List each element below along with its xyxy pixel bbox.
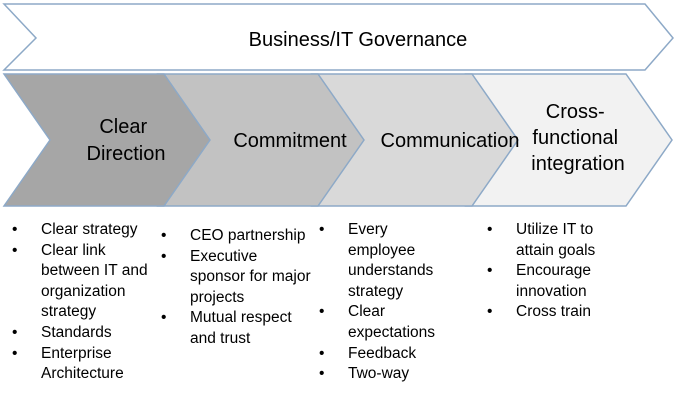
chevron-title-line: integration bbox=[531, 153, 624, 175]
chevron-commitment: Commitment bbox=[156, 73, 365, 207]
chevron-title: Clear Direction bbox=[87, 116, 166, 165]
chevron-title: Commitment bbox=[233, 130, 347, 152]
chevron-cross-functional-integration: Cross- functional integration bbox=[464, 73, 673, 207]
bullet-item: Utilize IT to attain goals bbox=[487, 220, 617, 261]
chevron-title: Communication bbox=[381, 130, 520, 152]
bullet-item: Executive sponsor for major projects bbox=[161, 247, 311, 309]
bullet-item: Enterprise Architecture bbox=[12, 344, 154, 385]
bullet-item: Encourage innovation bbox=[487, 261, 617, 302]
chevron-title-line: Commitment bbox=[233, 130, 347, 152]
bullet-item: Clear expectations bbox=[319, 302, 459, 343]
chevron-title-line: Clear bbox=[99, 116, 147, 138]
cross-functional-integration-bullets: Utilize IT to attain goals Encourage inn… bbox=[487, 220, 617, 323]
chevron-title-line: Direction bbox=[87, 143, 166, 165]
clear-direction-bullets: Clear strategy Clear link between IT and… bbox=[12, 220, 154, 385]
chevron-communication: Communication bbox=[310, 73, 520, 207]
bullet-item: Two-way bbox=[319, 364, 459, 385]
chevron-title-line: functional bbox=[532, 127, 618, 149]
chevron-title: Cross- functional integration bbox=[531, 101, 624, 175]
bullet-item: CEO partnership bbox=[161, 226, 311, 247]
chevron-title-line: Cross- bbox=[546, 101, 605, 123]
governance-title: Business/IT Governance bbox=[249, 29, 468, 51]
communication-bullets: Every employee understands strategy Clea… bbox=[319, 220, 459, 385]
chevron-clear-direction: Clear Direction bbox=[2, 73, 211, 207]
governance-banner: Business/IT Governance bbox=[2, 3, 674, 71]
chevron-shape bbox=[2, 73, 211, 207]
bullet-item: Feedback bbox=[319, 344, 459, 365]
bullet-item: Cross train bbox=[487, 302, 617, 323]
bullet-item: Every employee understands strategy bbox=[319, 220, 459, 302]
governance-banner-shape bbox=[2, 3, 674, 71]
bullet-item: Mutual respect and trust bbox=[161, 308, 311, 349]
bullet-item: Clear link between IT and organization s… bbox=[12, 241, 154, 323]
bullet-item: Clear strategy bbox=[12, 220, 154, 241]
chevron-title-line: Communication bbox=[381, 130, 520, 152]
bullet-item: Standards bbox=[12, 323, 154, 344]
commitment-bullets: CEO partnership Executive sponsor for ma… bbox=[161, 226, 311, 350]
